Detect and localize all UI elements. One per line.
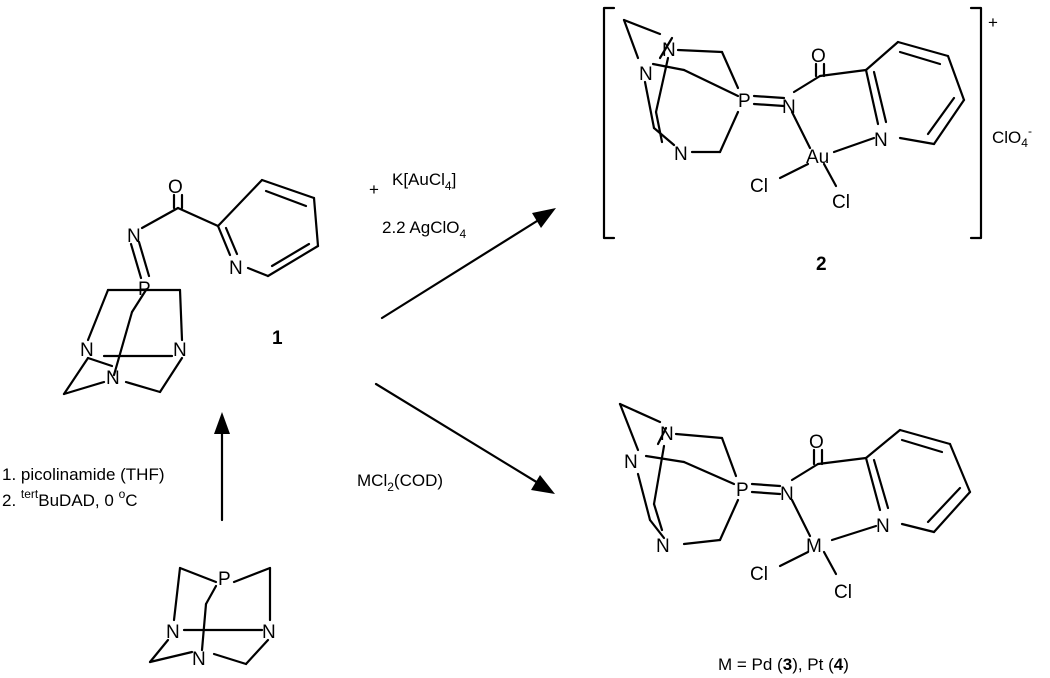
prep-step-1: 1. picolinamide (THF) bbox=[2, 465, 165, 484]
arrow-prep bbox=[214, 412, 230, 522]
atom-n: N bbox=[674, 144, 688, 165]
metal-reagent: MCl2(COD) bbox=[357, 471, 443, 494]
atom-p: P bbox=[218, 569, 231, 590]
metal-legend: M = Pd (3), Pt (4) bbox=[718, 655, 849, 674]
atom-n: N bbox=[780, 484, 794, 505]
arrow-to-gold bbox=[380, 208, 556, 320]
atom-o: O bbox=[809, 432, 824, 453]
plus-sign: + bbox=[369, 180, 379, 199]
compound-label-1: 1 bbox=[272, 328, 283, 349]
silver-additive: 2.2 AgClO4 bbox=[382, 218, 467, 241]
bracket-right bbox=[969, 6, 983, 240]
atom-n: N bbox=[656, 536, 670, 557]
atom-cl: Cl bbox=[834, 582, 852, 603]
atom-n: N bbox=[624, 452, 638, 473]
compound-label-2: 2 bbox=[816, 254, 827, 275]
compound-1-structure: O N N P N N N bbox=[62, 177, 320, 396]
arrow-to-metal bbox=[374, 382, 555, 494]
atom-cl: Cl bbox=[750, 176, 768, 197]
atom-n: N bbox=[166, 622, 180, 643]
atom-m: M bbox=[806, 536, 822, 557]
atom-n: N bbox=[229, 258, 243, 279]
gold-reagent: K[AuCl4] bbox=[392, 170, 456, 193]
atom-o: O bbox=[168, 177, 183, 198]
atom-cl: Cl bbox=[750, 564, 768, 585]
atom-n: N bbox=[192, 649, 206, 670]
prep-step-2: 2. tertBuDAD, 0 oC bbox=[2, 487, 138, 510]
atom-n: N bbox=[782, 97, 796, 118]
atom-cl: Cl bbox=[832, 192, 850, 213]
atom-p: P bbox=[138, 279, 151, 300]
counterion: ClO4- bbox=[992, 124, 1032, 150]
bracket-left bbox=[602, 6, 616, 240]
atom-au: Au bbox=[806, 147, 829, 168]
atom-p: P bbox=[738, 91, 751, 112]
atom-n: N bbox=[874, 130, 888, 151]
atom-n: N bbox=[876, 516, 890, 537]
compound-2-structure: O N N N P N N Au Cl Cl bbox=[602, 6, 983, 240]
atom-n: N bbox=[660, 424, 674, 445]
atom-o: O bbox=[811, 46, 826, 67]
atom-n: N bbox=[80, 340, 94, 361]
atom-n: N bbox=[262, 622, 276, 643]
atom-n: N bbox=[639, 64, 653, 85]
compound-3-4-structure: O N N N P N N M Cl Cl bbox=[618, 402, 972, 603]
atom-p: P bbox=[736, 480, 749, 501]
atom-n: N bbox=[662, 40, 676, 61]
charge-plus: + bbox=[988, 13, 998, 32]
atom-n: N bbox=[106, 368, 120, 389]
atom-n: N bbox=[173, 340, 187, 361]
pta-structure: P N N N bbox=[148, 566, 276, 670]
atom-n: N bbox=[127, 226, 141, 247]
